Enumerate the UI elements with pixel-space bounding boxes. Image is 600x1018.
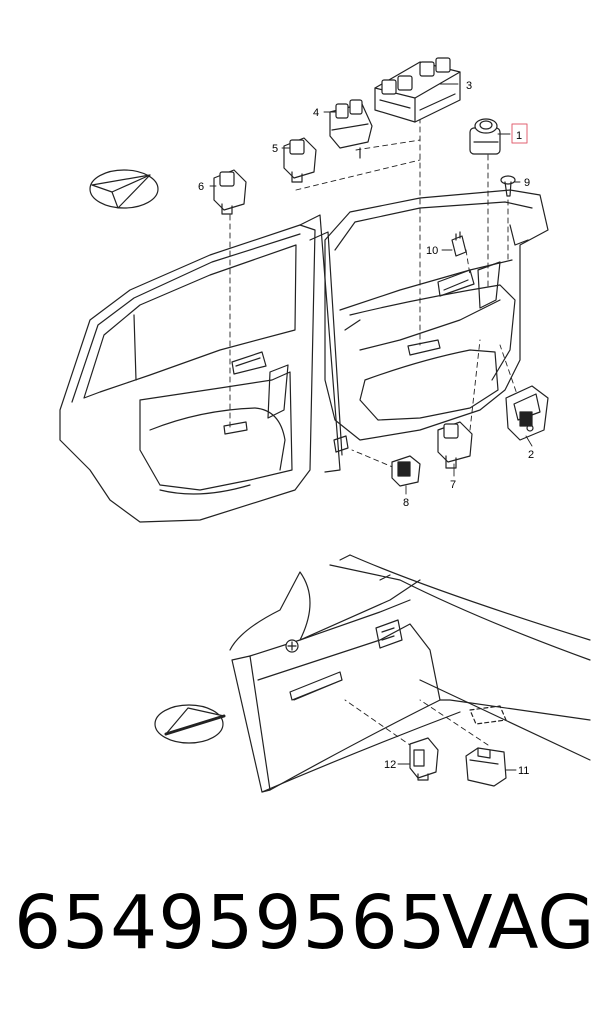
direction-arrow-icon-upper: [89, 169, 159, 209]
callout-6: 6: [198, 181, 204, 193]
part-10-clip: [451, 231, 467, 257]
callout-5: 5: [272, 143, 278, 155]
rear-door-trim-outline: [59, 224, 316, 523]
part-6-rear-window-switch: [213, 169, 247, 215]
callout-4: 4: [313, 107, 319, 119]
parts-diagram: 1 2 3 4 5 6 7 8 9 10 11 12: [59, 57, 591, 793]
callout-7: 7: [450, 479, 456, 491]
callout-10: 10: [426, 245, 438, 257]
part-11-switch: [465, 747, 507, 787]
callout-1: 1: [516, 130, 522, 142]
leader-lines: [229, 117, 520, 753]
callout-9: 9: [524, 177, 530, 189]
part-2-seat-switch: [505, 385, 549, 441]
callout-leaders: [209, 83, 533, 771]
callout-2: 2: [528, 449, 534, 461]
part-8-switch: [391, 455, 421, 487]
callout-12: 12: [384, 759, 396, 771]
callout-3: 3: [466, 80, 472, 92]
part-5-window-switch: [283, 137, 317, 183]
callout-8: 8: [403, 497, 409, 509]
part-4-window-switch-double: [329, 99, 373, 159]
callout-11: 11: [518, 765, 529, 777]
brand-label: VAG: [442, 880, 595, 966]
direction-arrow-icon-lower: [154, 704, 226, 744]
part-3-window-switch-block: [374, 57, 461, 123]
highlight-box-callout-1: [511, 123, 528, 144]
dashboard-side-outline: [229, 554, 591, 793]
front-door-trim-outline: [324, 189, 549, 441]
part-number: 654959565: [14, 880, 447, 966]
part-9-screw: [500, 175, 516, 197]
part-12-switch: [409, 737, 439, 781]
part-1-mirror-switch: [469, 118, 501, 155]
b-pillar-outline: [299, 214, 349, 473]
part-7-window-switch: [437, 421, 473, 469]
